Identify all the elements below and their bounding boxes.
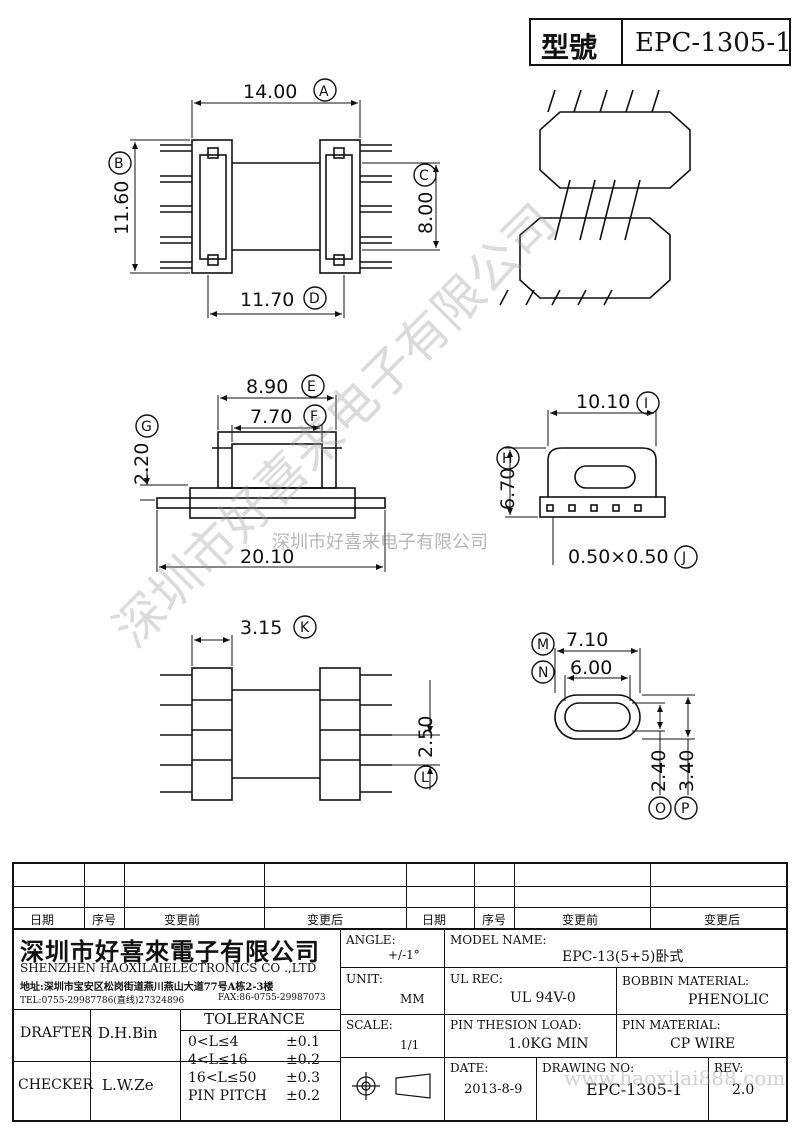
dim-a-value: 14.00 [243,81,297,103]
rev-header-date-2: 日期 [422,913,447,927]
tol-value-3: ±0.3 [286,1070,320,1086]
dim-b-tag: B [114,156,124,172]
bottom-view [160,635,440,801]
rev-label: REV: [714,1061,744,1075]
ul-value: UL 94V-0 [510,990,576,1006]
model-header-value: EPC-1305-1 [635,28,792,58]
drawing-no-value: EPC-1305-1 [586,1080,683,1099]
model-name-label: MODEL NAME: [450,933,547,947]
window-view [554,648,695,795]
model-header-label: 型號 [541,31,598,64]
model-name-value: EPC-13(5+5)卧式 [562,949,684,965]
title-block: 深圳市好喜來電子有限公司 SHENZHEN HAOXILAIELECTRONIC… [12,928,788,1122]
checker-value: L.W.Ze [102,1076,154,1094]
tol-value-1: ±0.1 [286,1034,320,1050]
scale-value: 1/1 [400,1038,420,1052]
unit-label: UNIT: [346,972,383,986]
dim-l-value: 2.50 [415,716,437,758]
dim-c-value: 8.00 [415,192,437,234]
dim-c-tag: C [419,168,429,184]
dim-d-value: 11.70 [240,289,294,311]
date-label: DATE: [450,1061,489,1075]
tol-value-2: ±0.2 [286,1052,320,1068]
dim-p-tag: P [681,801,689,817]
dim-e-value: 8.90 [246,376,288,398]
dim-i-value: 10.10 [576,391,630,413]
pin-material-label: PIN MATERIAL: [622,1018,721,1032]
tol-range-4: PIN PITCH [188,1088,267,1104]
dim-j-tag: J [681,550,686,566]
dim-j-value: 0.50×0.50 [568,546,669,568]
tol-range-2: 4<L≤16 [188,1052,248,1068]
ul-label: UL REC: [450,972,503,986]
company-tel: TEL:0755-29987786(直线)27324896 [20,996,185,1006]
dim-k-value: 3.15 [240,617,282,639]
projection-symbol-icon [352,1072,431,1100]
company-name-cn: 深圳市好喜來電子有限公司 [20,937,320,966]
rev-header-no-2: 序号 [482,913,507,927]
dim-m-tag: M [537,637,549,653]
dim-k-tag: K [300,620,310,636]
watermark-center: 深圳市好喜来电子有限公司 [272,532,488,553]
unit-value: MM [400,992,425,1006]
side-view [505,410,666,565]
rev-header-before-1: 变更前 [164,913,201,927]
front-view [140,395,386,572]
dim-i-tag: I [644,396,648,412]
checker-label: CHECKER [18,1077,94,1093]
drafter-value: D.H.Bin [98,1024,158,1042]
dim-l-tag: L [421,770,429,786]
dim-o-value: 2.40 [648,750,670,792]
dim-f-tag: F [310,409,318,425]
technical-drawing: 14.00 A 11.60 B 8.00 C 11.70 D 8.90 E 7.… [102,78,698,820]
drawing-no-label: DRAWING NO: [542,1061,635,1075]
watermark-diagonal: 深圳市好喜来电子有限公司 [102,193,567,658]
company-name-en: SHENZHEN HAOXILAIELECTRONICS CO .,LTD [20,961,317,975]
top-view [130,100,440,318]
company-address: 地址:深圳市宝安区松岗街道燕川燕山大道77号A栋2-3楼 [20,982,274,993]
dim-20-value: 20.10 [240,546,294,568]
dim-g-tag: G [141,419,152,435]
dim-h-value: 6.70 [497,468,519,510]
dim-d-tag: D [309,291,320,307]
dim-n-value: 6.00 [570,657,612,679]
scale-label: SCALE: [346,1018,393,1032]
watermark-bottom: www.haoxilai888.com [564,1066,786,1090]
dim-e-tag: E [307,379,316,395]
rev-header-after-1: 变更后 [307,913,344,927]
pin-material-value: CP WIRE [670,1036,736,1052]
tol-value-4: ±0.2 [286,1088,320,1104]
revision-table: 日期 序号 变更前 变更后 日期 序号 变更前 变更后 [12,862,788,930]
dim-g-value: 2.20 [131,443,153,485]
dim-n-tag: N [538,665,548,681]
rev-header-date-1: 日期 [30,913,55,927]
dim-p-value: 3.40 [676,750,698,792]
pin-load-value: 1.0KG MIN [508,1036,589,1052]
rev-value: 2.0 [732,1082,755,1098]
rev-header-after-2: 变更后 [704,913,741,927]
bobbin-material-label: BOBBIN MATERIAL: [622,974,750,988]
bobbin-material-value: PHENOLIC [688,992,770,1008]
tolerance-label: TOLERANCE [204,1010,305,1028]
rev-header-before-2: 变更前 [562,913,599,927]
rev-header-no-1: 序号 [92,913,117,927]
angle-label: ANGLE: [346,933,396,947]
dim-f-value: 7.70 [250,406,292,428]
isometric-view [499,89,691,306]
date-value: 2013-8-9 [464,1082,523,1097]
angle-value: +/-1° [388,948,420,962]
tol-range-1: 0<L≤4 [188,1034,239,1050]
drafter-label: DRAFTER [20,1025,92,1041]
tol-range-3: 16<L≤50 [188,1070,257,1086]
model-header-box: 型號 EPC-1305-1 [529,18,792,66]
company-fax: FAX:86-0755-29987073 [218,993,326,1003]
dim-a-tag: A [319,84,329,100]
dim-o-tag: O [655,801,666,817]
dimension-tags [108,78,698,820]
dim-m-value: 7.10 [566,629,608,651]
pin-load-label: PIN THESION LOAD: [450,1018,582,1032]
dim-b-value: 11.60 [111,181,133,235]
dim-h-tag: H [502,451,513,467]
